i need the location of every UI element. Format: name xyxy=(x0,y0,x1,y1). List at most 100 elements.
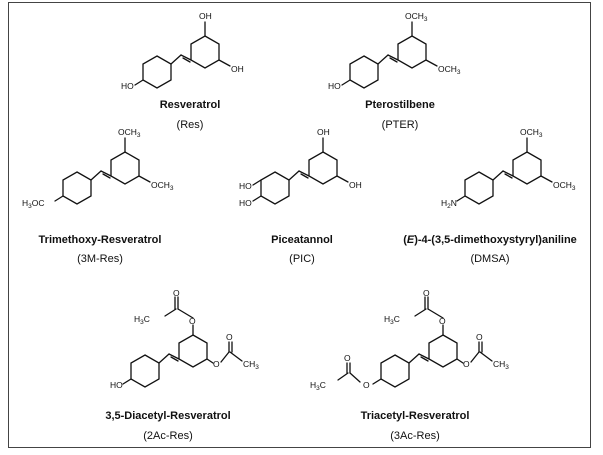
compound-abbr: (PIC) xyxy=(289,253,315,265)
atom-label: OCH3 xyxy=(118,127,141,139)
bond xyxy=(420,356,429,362)
bond xyxy=(252,179,262,186)
bond xyxy=(389,57,398,63)
atom-label: OH xyxy=(349,180,362,190)
bond xyxy=(300,173,309,179)
atom-label: O xyxy=(476,332,483,342)
ring xyxy=(190,35,220,69)
compound-abbr: (3M-Res) xyxy=(77,253,123,265)
ring xyxy=(380,354,410,388)
atom-label: O xyxy=(423,288,430,298)
bond xyxy=(102,173,111,179)
bond xyxy=(54,195,64,202)
atom-label: H3OC xyxy=(22,198,45,210)
structure-resveratrol: OH OH HO xyxy=(121,11,244,91)
compound-name: Resveratrol xyxy=(160,99,221,111)
bond xyxy=(377,54,389,65)
atom-label: HO xyxy=(110,380,123,390)
structure-diacetyl-resveratrol: O O H3C O O CH3 HO xyxy=(110,288,259,390)
ring xyxy=(142,55,172,89)
bond xyxy=(414,308,427,317)
figure-frame xyxy=(8,2,591,448)
bond xyxy=(122,378,132,385)
bond xyxy=(134,79,144,86)
bond xyxy=(252,195,262,202)
atom-label: OCH3 xyxy=(553,180,576,192)
bond xyxy=(90,170,102,181)
ring xyxy=(308,151,338,185)
compound-name: Pterostilbene xyxy=(365,99,435,111)
bond xyxy=(298,170,310,177)
bond xyxy=(168,353,180,360)
atom-label: O xyxy=(363,380,370,390)
ring xyxy=(512,151,542,185)
compound-name: Trimethoxy-Resveratrol xyxy=(39,234,162,246)
compound-abbr: (PTER) xyxy=(382,119,419,131)
bond xyxy=(540,175,553,183)
bond xyxy=(177,308,194,319)
bond xyxy=(288,170,300,181)
bond xyxy=(341,79,351,86)
atom-label: OH xyxy=(231,64,244,74)
bond xyxy=(218,59,231,67)
ring xyxy=(260,171,290,205)
atom-label: O xyxy=(463,359,470,369)
bond xyxy=(229,351,243,362)
atom-label: HO xyxy=(121,81,134,91)
bond xyxy=(170,54,182,65)
ring xyxy=(464,171,494,205)
atom-label: OCH3 xyxy=(438,64,461,76)
bond xyxy=(470,351,480,363)
structure-dmsa: OCH3 OCH3 H2N xyxy=(441,127,576,210)
bond xyxy=(164,308,177,317)
atom-label: OCH3 xyxy=(520,127,543,139)
atom-label: HO xyxy=(239,181,252,191)
bond xyxy=(456,358,464,364)
bond xyxy=(425,59,438,67)
bond xyxy=(138,175,151,183)
bond xyxy=(427,308,444,319)
ring xyxy=(428,334,458,368)
bond xyxy=(456,195,466,202)
structure-triacetyl-resveratrol: O O H3C O O CH3 O O H3C xyxy=(310,288,509,392)
atom-label: OH xyxy=(317,127,330,137)
atom-label: H3C xyxy=(134,314,150,326)
compound-name: Piceatannol xyxy=(271,234,333,246)
atom-label: O xyxy=(213,359,220,369)
atom-label: OCH3 xyxy=(151,180,174,192)
bond xyxy=(349,372,361,383)
bond xyxy=(206,358,214,364)
atom-label: HO xyxy=(328,81,341,91)
compound-abbr: (2Ac-Res) xyxy=(143,430,193,442)
structure-trimethoxy-resveratrol: OCH3 OCH3 H3OC xyxy=(22,127,174,210)
atom-label: O xyxy=(173,288,180,298)
bond xyxy=(504,173,513,179)
atom-label: CH3 xyxy=(493,359,509,371)
bond xyxy=(158,353,170,364)
atom-label: H3C xyxy=(384,314,400,326)
bond xyxy=(220,351,230,363)
bond xyxy=(479,351,493,362)
bond xyxy=(418,353,430,360)
bond xyxy=(502,170,514,177)
ring xyxy=(110,151,140,185)
bond xyxy=(170,356,179,362)
ring xyxy=(130,354,160,388)
bond xyxy=(408,353,420,364)
structure-piceatannol: OH OH HO HO xyxy=(239,127,362,208)
bond xyxy=(180,54,192,61)
compound-name: (E)-4-(3,5-dimethoxystyryl)aniline xyxy=(403,234,577,246)
compound-name: 3,5-Diacetyl-Resveratrol xyxy=(105,410,230,422)
bond xyxy=(387,54,399,61)
compound-abbr: (DMSA) xyxy=(470,253,509,265)
bond xyxy=(336,175,349,183)
atom-label: O xyxy=(439,316,446,326)
atom-label: OH xyxy=(199,11,212,21)
bond xyxy=(337,372,349,381)
atom-label: O xyxy=(344,353,351,363)
atom-label: HO xyxy=(239,198,252,208)
atom-label: CH3 xyxy=(243,359,259,371)
bond xyxy=(372,378,382,385)
compound-abbr: (Res) xyxy=(177,119,204,131)
